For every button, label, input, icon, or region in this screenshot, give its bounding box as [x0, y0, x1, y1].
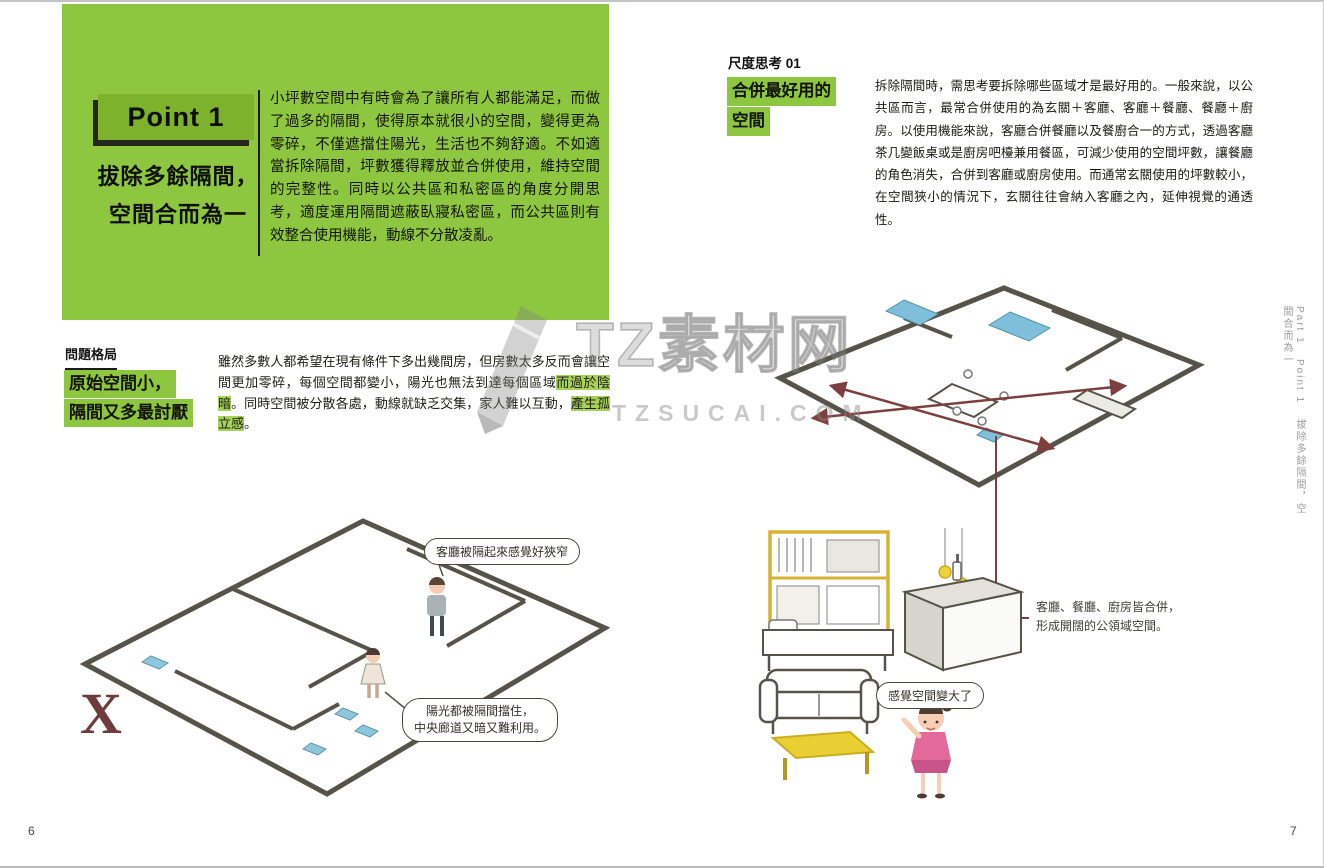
scale-thinking-kicker: 尺度思考 01 [728, 56, 801, 71]
merged-space-caption-line2: 形成開闊的公領域空間。 [1036, 619, 1169, 633]
section-tag-problem-layout: 問題格局 [65, 344, 118, 370]
kitchen-island [901, 554, 1025, 672]
furniture-markers [140, 655, 380, 756]
point-number-badge: Point 1 [98, 94, 254, 140]
merge-headline-line1: 合併最好用的 [727, 77, 836, 106]
section-tag-label: 問題格局 [65, 347, 118, 362]
x-mark: X [80, 681, 122, 746]
problem-body-text: 雖然多數人都希望在現有條件下多出幾間房，但房數太多反而會讓空間更加零碎，每個空間… [218, 354, 610, 432]
sofa [758, 668, 880, 734]
chapter-side-tab: Part 1 Point 1 拔除多餘隔間，空間合而為一 [1280, 306, 1306, 516]
problem-headline-line2: 隔間又多最討厭 [64, 399, 193, 427]
open-space-drawing [758, 528, 1025, 799]
point-number-label: Point 1 [127, 101, 225, 132]
merge-body-text: 拆除隔間時，需思考要拆除哪些區域才是最好用的。一般來說，以公共區而言，最常合併使… [875, 79, 1253, 227]
bookshelf [768, 530, 890, 634]
merge-headline-line2: 空間 [727, 107, 770, 136]
point-intro-panel: Point 1 拔除多餘隔間， 空間合而為一 小坪數空間中有時會為了讓所有人都能… [62, 4, 609, 320]
floorplan-after-illustration [752, 268, 1220, 500]
point-body-text: 小坪數空間中有時會為了讓所有人都能滿足，而做了過多的隔間，使得原本就很小的空間，… [270, 91, 600, 244]
point-subtitle-line2: 空間合而為一 [108, 202, 247, 227]
caption-connector-vertical [995, 436, 997, 619]
side-tab-title: 拔除多餘隔間，空間合而為一 [1281, 306, 1305, 516]
side-tab-part: Part 1 [1294, 306, 1305, 345]
vertical-divider [258, 90, 260, 256]
page-number-left: 6 [28, 824, 35, 838]
merged-space-caption-line1: 客廳、餐廳、廚房皆合併， [1036, 600, 1181, 614]
page-number-right: 7 [1290, 824, 1297, 838]
speech-bubble-dark-corridor: 陽光都被隔間擋住， 中央廊道又暗又難利用。 [402, 698, 559, 742]
speech-bubble-feels-bigger: 感覺空間變大了 [876, 682, 985, 709]
figure-child [360, 648, 386, 698]
open-space-vignette [755, 520, 1060, 820]
problem-headline: 原始空間小， 隔間又多最討厭 [64, 370, 193, 428]
side-tab-point: Point 1 [1294, 359, 1305, 405]
point-subtitle: 拔除多餘隔間， 空間合而為一 [62, 158, 294, 234]
problem-headline-line1: 原始空間小， [64, 370, 176, 398]
sightline-arrows [810, 378, 1128, 453]
speech-bubble-dark-corridor-line1: 陽光都被隔間擋住， [426, 704, 535, 718]
coffee-table [770, 730, 876, 780]
speech-bubble-narrow-living-text: 客廳被隔起來感覺好狹窄 [436, 545, 569, 559]
floorplan-before-illustration [55, 484, 630, 819]
merge-headline: 合併最好用的 空間 [727, 77, 836, 137]
speech-bubble-dark-corridor-line2: 中央廊道又暗又難利用。 [414, 721, 547, 735]
bench-bed [762, 619, 894, 671]
floorplan-before-drawing [79, 518, 611, 797]
merged-space-caption: 客廳、餐廳、廚房皆合併， 形成開闊的公領域空間。 [1036, 598, 1180, 636]
figure-woman [901, 700, 953, 799]
floorplan-outer-walls [79, 518, 611, 797]
floorplan-after-outer-walls [774, 285, 1205, 488]
speech-bubble-narrow-living: 客廳被隔起來感覺好狹窄 [424, 538, 581, 565]
speech-bubble-feels-bigger-text: 感覺空間變大了 [888, 689, 973, 703]
floorplan-after-drawing [774, 285, 1205, 488]
figure-man [427, 577, 446, 636]
point-subtitle-line1: 拔除多餘隔間， [97, 164, 259, 189]
